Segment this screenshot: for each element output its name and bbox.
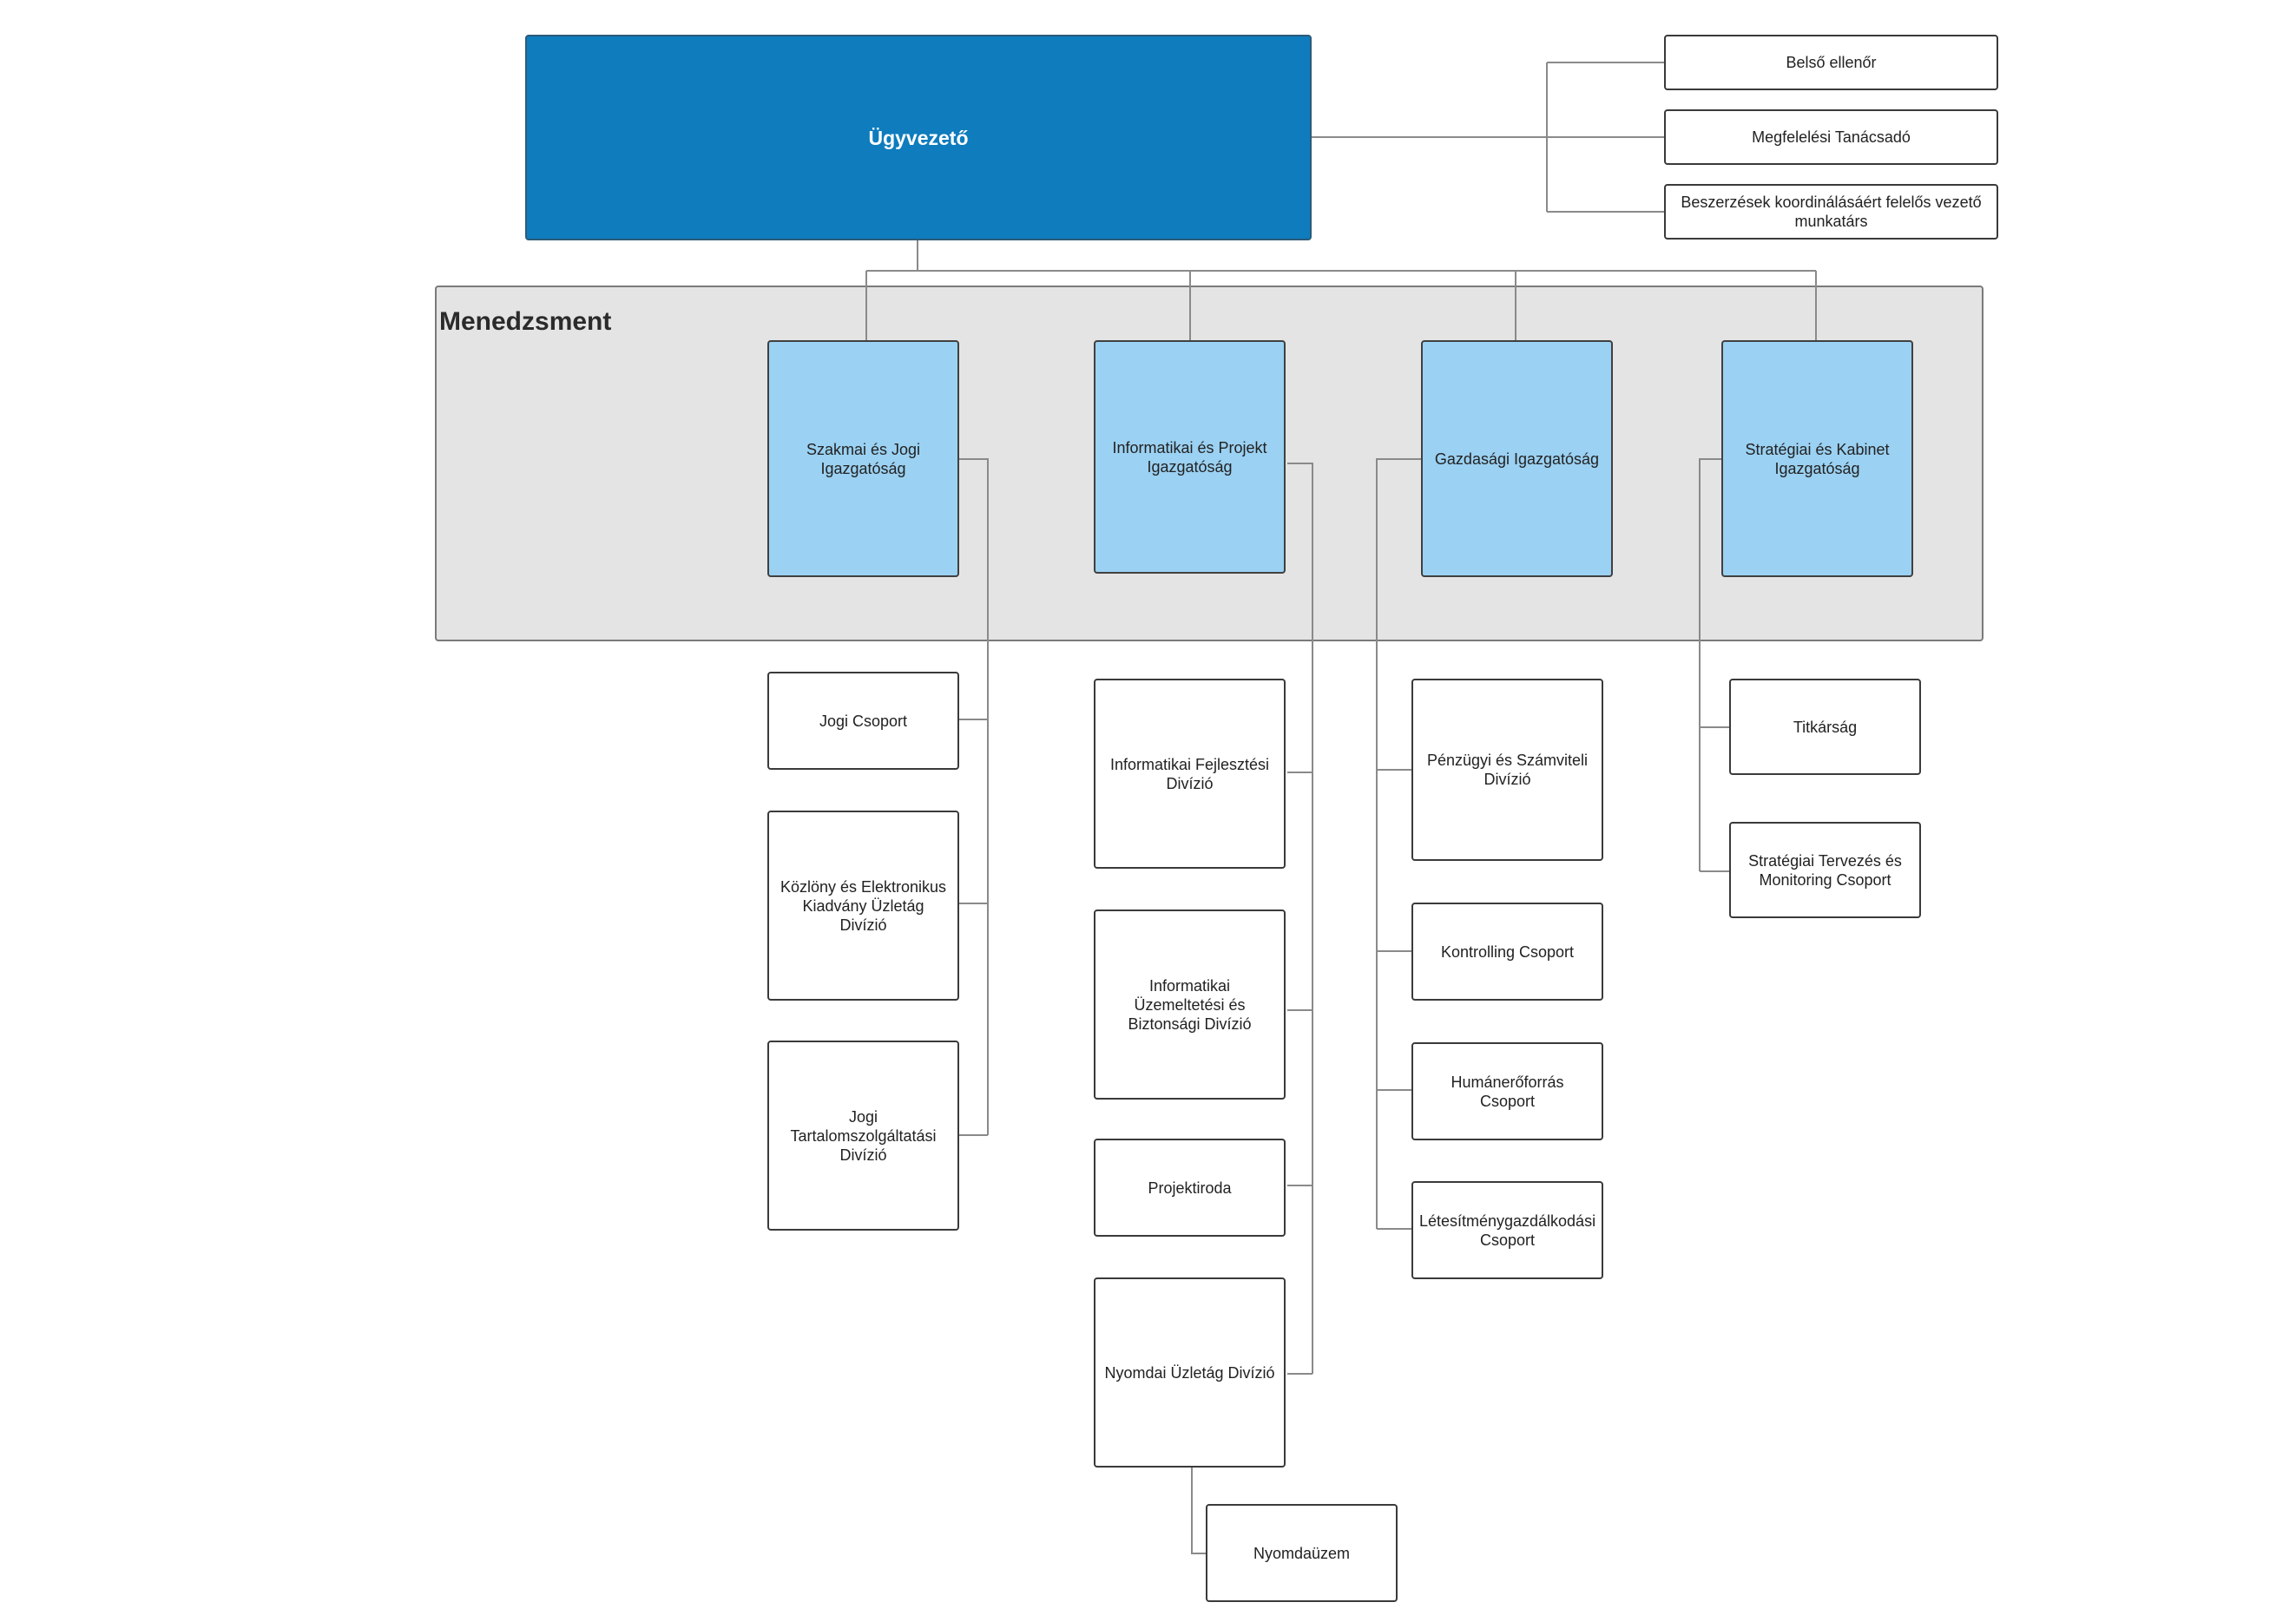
printing-plant-label: Nyomdaüzem <box>1253 1544 1351 1562</box>
accounting-division-box: Pénzügyi és Számviteli Divízió <box>1411 679 1603 861</box>
ceo-staff-connector <box>1311 62 1665 213</box>
strategy-directorate-label: Stratégiai és Kabinet Igazgatóság <box>1745 440 1890 477</box>
it-directorate-label: Informatikai és Projekt Igazgatóság <box>1112 438 1267 476</box>
strategy-connector <box>1699 458 1730 872</box>
it-development-division-box: Informatikai Fejlesztési Divízió <box>1094 679 1286 869</box>
gazette-division-box: Közlöny és Elektronikus Kiadvány Üzletág… <box>767 811 959 1001</box>
project-office-box: Projektiroda <box>1094 1139 1286 1237</box>
it-development-division-label: Informatikai Fejlesztési Divízió <box>1109 755 1270 792</box>
strategy-directorate-box: Stratégiai és Kabinet Igazgatóság <box>1721 340 1913 577</box>
printing-plant-box: Nyomdaüzem <box>1206 1504 1398 1602</box>
hr-group-label: Humánerőforrás Csoport <box>1451 1073 1564 1110</box>
secretariat-label: Titkárság <box>1793 718 1858 736</box>
legal-connector <box>958 458 989 1136</box>
finance-connector <box>1376 458 1423 1230</box>
compliance-advisor-box: Megfelelési Tanácsadó <box>1664 109 1998 165</box>
legal-group-label: Jogi Csoport <box>819 712 908 730</box>
compliance-advisor-label: Megfelelési Tanácsadó <box>1752 128 1911 146</box>
legal-content-division-label: Jogi Tartalomszolgáltatási Divízió <box>790 1107 937 1164</box>
legal-directorate-label: Szakmai és Jogi Igazgatóság <box>806 440 921 477</box>
ceo-label: Ügyvezető <box>868 126 969 149</box>
it-connector <box>1287 463 1313 1375</box>
it-operations-division-label: Informatikai Üzemeltetési és Biztonsági … <box>1128 976 1252 1033</box>
it-directorate-box: Informatikai és Projekt Igazgatóság <box>1094 340 1286 574</box>
printing-plant-connector <box>1191 1468 1207 1554</box>
it-operations-division-box: Informatikai Üzemeltetési és Biztonsági … <box>1094 910 1286 1100</box>
internal-auditor-box: Belső ellenőr <box>1664 35 1998 90</box>
accounting-division-label: Pénzügyi és Számviteli Divízió <box>1426 752 1589 788</box>
strategic-planning-group-label: Stratégiai Tervezés és Monitoring Csopor… <box>1748 851 1902 889</box>
finance-directorate-label: Gazdasági Igazgatóság <box>1434 450 1600 468</box>
printing-division-box: Nyomdai Üzletág Divízió <box>1094 1277 1286 1468</box>
strategic-planning-group-box: Stratégiai Tervezés és Monitoring Csopor… <box>1729 822 1921 918</box>
project-office-label: Projektiroda <box>1148 1179 1232 1197</box>
finance-directorate-box: Gazdasági Igazgatóság <box>1421 340 1613 577</box>
controlling-group-label: Kontrolling Csoport <box>1440 942 1575 961</box>
hr-group-box: Humánerőforrás Csoport <box>1411 1042 1603 1140</box>
secretariat-box: Titkárság <box>1729 679 1921 775</box>
management-title: Menedzsment <box>439 307 612 336</box>
internal-auditor-label: Belső ellenőr <box>1786 54 1877 71</box>
gazette-division-label: Közlöny és Elektronikus Kiadvány Üzletág… <box>780 877 947 934</box>
procurement-lead-label: Beszerzések koordinálásáért felelős veze… <box>1681 194 1982 230</box>
legal-content-division-box: Jogi Tartalomszolgáltatási Divízió <box>767 1041 959 1231</box>
printing-division-label: Nyomdai Üzletág Divízió <box>1104 1363 1275 1382</box>
ceo-bus-connector <box>865 240 1817 340</box>
facilities-group-box: Létesítménygazdálkodási Csoport <box>1411 1181 1603 1279</box>
legal-group-box: Jogi Csoport <box>767 672 959 770</box>
ceo-box: Ügyvezető <box>525 35 1312 240</box>
legal-directorate-box: Szakmai és Jogi Igazgatóság <box>767 340 959 577</box>
procurement-lead-box: Beszerzések koordinálásáért felelős veze… <box>1664 184 1998 240</box>
controlling-group-box: Kontrolling Csoport <box>1411 903 1603 1001</box>
facilities-group-label: Létesítménygazdálkodási Csoport <box>1418 1212 1596 1249</box>
